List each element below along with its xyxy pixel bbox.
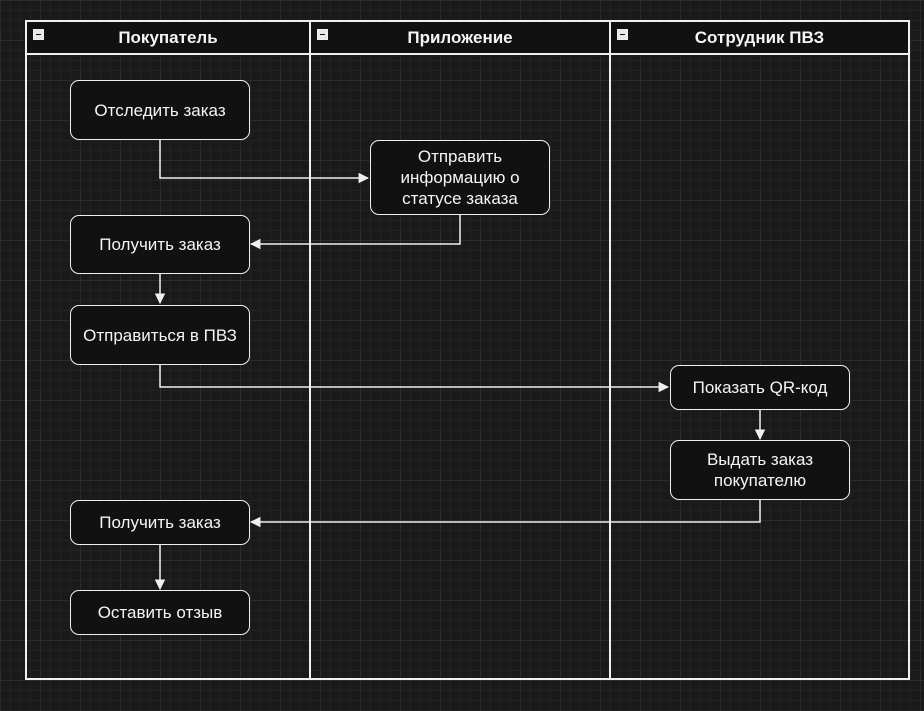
edge-track-to-status[interactable] xyxy=(159,140,370,184)
collapse-icon[interactable] xyxy=(317,29,328,40)
node-go-to-pickup[interactable]: Отправиться в ПВЗ xyxy=(70,305,250,365)
lane-title: Покупатель xyxy=(118,27,218,47)
node-hand-over[interactable]: Выдать заказ покупателю xyxy=(670,440,850,500)
edge-go-to-qr[interactable] xyxy=(159,365,670,393)
lane-title: Сотрудник ПВЗ xyxy=(694,27,825,47)
node-receive-order[interactable]: Получить заказ xyxy=(70,215,250,274)
lane-divider xyxy=(309,20,311,680)
collapse-icon[interactable] xyxy=(33,29,44,40)
lane-divider xyxy=(609,20,611,680)
lane-header-pickup-staff[interactable]: Сотрудник ПВЗ xyxy=(609,20,910,55)
node-leave-review[interactable]: Оставить отзыв xyxy=(70,590,250,635)
node-receive-order-final[interactable]: Получить заказ xyxy=(70,500,250,545)
collapse-icon[interactable] xyxy=(617,29,628,40)
node-show-qr[interactable]: Показать QR-код xyxy=(670,365,850,410)
lane-title: Приложение xyxy=(407,27,513,47)
lane-header-buyer[interactable]: Покупатель xyxy=(25,20,311,55)
edge-handover-to-receive[interactable] xyxy=(249,500,761,528)
edge-status-to-receive[interactable] xyxy=(249,215,461,250)
node-send-status[interactable]: Отправить информацию о статусе заказа xyxy=(370,140,550,215)
node-track-order[interactable]: Отследить заказ xyxy=(70,80,250,140)
